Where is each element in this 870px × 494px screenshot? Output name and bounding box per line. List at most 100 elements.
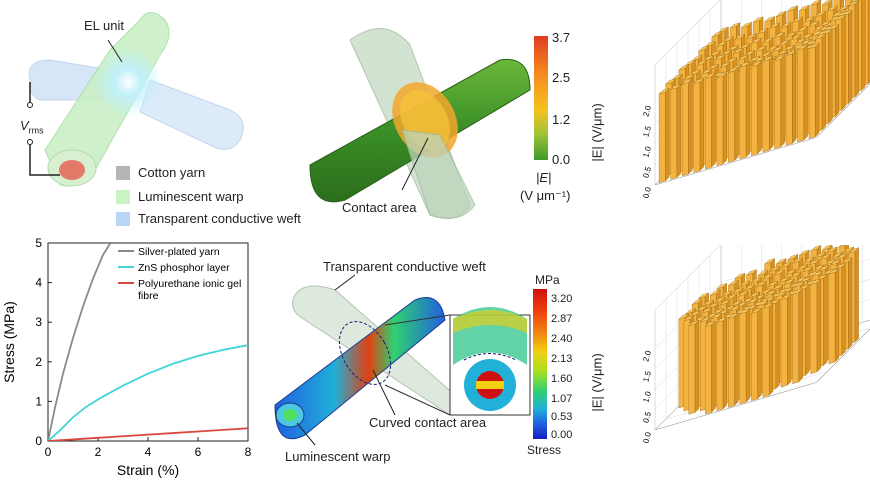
field-bar	[739, 61, 750, 160]
field-unit-1: |E|	[536, 170, 552, 185]
series-line-2	[48, 427, 248, 441]
field-bar	[751, 307, 762, 401]
top-label-pointer	[334, 274, 356, 291]
vrms-sub: rms	[28, 125, 44, 136]
y-tick-label: 1	[35, 394, 42, 408]
bottom-label-pointer	[296, 422, 316, 446]
weft-tube-front	[401, 129, 476, 219]
circuit-bottom	[29, 144, 60, 176]
field-bar	[728, 66, 739, 163]
legend-transparent-weft: Transparent conductive weft	[116, 211, 301, 226]
field-tick-0: 3.7	[552, 30, 571, 45]
stress-colorbar	[533, 289, 547, 439]
stress-curved-label: Curved contact area	[369, 415, 487, 430]
x-tick-label: 8	[245, 445, 252, 459]
y-tick-label: 3	[35, 315, 42, 329]
x-tick-label: 2	[95, 445, 102, 459]
field-bar	[658, 87, 670, 183]
transparent-weft-right	[139, 79, 244, 150]
field-bar	[762, 55, 774, 153]
field-unit-2: (V μm⁻¹)	[520, 188, 571, 203]
legend-luminescent-warp: Luminescent warp	[116, 189, 244, 204]
stress-footer: Stress	[527, 443, 562, 457]
panel-f: 0.0 0.5 1.0 1.5 2.0 |E| (V/μm)	[590, 199, 870, 489]
field-bar	[705, 72, 716, 170]
y-tick-label: 0	[35, 434, 42, 448]
field-bar	[797, 44, 808, 143]
field-bar	[810, 278, 821, 374]
series-line-1	[48, 344, 248, 441]
legend-label-1: ZnS phosphor layer	[138, 262, 230, 274]
field-bar	[693, 77, 704, 173]
legend-cotton-yarn-label: Cotton yarn	[138, 165, 206, 180]
el-unit-glow	[94, 48, 162, 116]
inset-weft-arc-top	[453, 310, 527, 333]
stress-tick-7: 0.00	[551, 429, 573, 441]
terminal-top	[27, 102, 33, 108]
z-tick-label: 1.0	[641, 390, 653, 404]
y-axis-label: Stress (MPa)	[1, 301, 17, 383]
field-bar	[762, 302, 774, 398]
field-bar	[728, 312, 739, 408]
inset-core-band	[476, 381, 504, 389]
legend-label-0: Silver-plated yarn	[138, 246, 220, 258]
z-tick-label: 0.0	[641, 431, 653, 445]
field-simulation-illustration	[309, 28, 548, 219]
z-tick-label: 1.0	[641, 145, 653, 159]
stress-tick-6: 0.53	[551, 411, 573, 423]
field-bar	[808, 42, 820, 139]
vrms-label: Vrms	[20, 118, 44, 136]
stress-warp-core	[283, 409, 297, 421]
curved-contact-dashed	[338, 321, 392, 385]
field-bar	[688, 319, 699, 415]
legend-luminescent-warp-label: Luminescent warp	[138, 189, 244, 204]
stress-unit: MPa	[535, 273, 560, 287]
field-bar	[681, 78, 693, 177]
field-tick-3: 0.0	[552, 152, 571, 167]
yarn-crossing-illustration	[27, 12, 244, 187]
curved-label-pointer	[372, 369, 396, 416]
inset-connector-top	[384, 314, 451, 326]
swatch-luminescent-warp	[116, 189, 130, 204]
el-unit-label: EL unit	[84, 18, 124, 33]
y-tick-label: 5	[35, 236, 42, 250]
field-bar	[774, 55, 785, 149]
field-bar	[705, 320, 716, 415]
stress-tick-2: 2.40	[551, 333, 573, 345]
panel-b: Contact area 3.7 2.5 1.2 0.0 |E| (V μm⁻¹…	[290, 0, 590, 230]
x-tick-label: 4	[145, 445, 152, 459]
legend-cotton-yarn: Cotton yarn	[116, 165, 205, 180]
z-tick-label: 1.5	[641, 369, 653, 383]
panel-c-zlabel: |E| (V/μm)	[589, 103, 605, 162]
field-bar	[739, 308, 750, 405]
panel-f-zlabel: |E| (V/μm)	[589, 353, 605, 412]
stress-simulation-illustration	[274, 274, 547, 446]
el-unit-pointer	[107, 39, 123, 63]
stress-tick-3: 2.13	[551, 353, 573, 365]
contact-area-label: Contact area	[342, 200, 417, 215]
z-tick-label: 1.5	[641, 124, 653, 138]
z-tick-label: 0.5	[641, 410, 653, 424]
field-bar	[792, 288, 803, 384]
field-bar	[828, 268, 839, 364]
y-tick-label: 2	[35, 355, 42, 369]
series-line-0	[48, 243, 112, 441]
z-tick-label: 0.5	[641, 165, 653, 179]
stress-tick-0: 3.20	[551, 293, 573, 305]
terminal-bottom	[27, 139, 33, 145]
panel-a: EL unit Vrms Cotton yarn Luminescent war…	[0, 0, 310, 230]
inset-connector-bottom	[384, 384, 451, 416]
y-tick-label: 4	[35, 276, 42, 290]
z-tick-label: 2.0	[641, 349, 653, 363]
stress-tick-5: 1.07	[551, 393, 573, 405]
stress-tick-4: 1.60	[551, 373, 573, 385]
field-bar-plot-bottom: 0.0 0.5 1.0 1.5 2.0	[641, 199, 870, 445]
field-bar	[670, 83, 681, 180]
cotton-core	[59, 160, 85, 180]
x-tick-label: 6	[195, 445, 202, 459]
stress-tick-1: 2.87	[551, 313, 573, 325]
